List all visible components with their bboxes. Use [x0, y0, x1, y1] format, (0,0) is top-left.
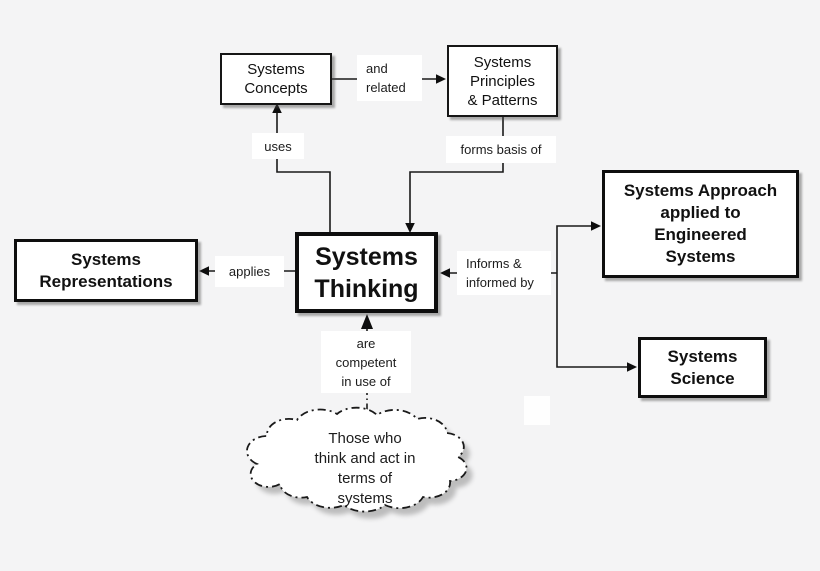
node-systems-concepts: Systems Concepts [220, 53, 332, 105]
arrowhead-into-thinking-right [440, 268, 450, 278]
arrowhead-into-thinking-bottom [361, 314, 373, 329]
arrowhead-into-concepts [272, 103, 282, 113]
edge-label-uses: uses [252, 133, 304, 159]
node-systems-approach-engineered: Systems Approach applied to Engineered S… [602, 170, 799, 278]
edge-label-are-competent-in-use-of: are competent in use of [321, 331, 411, 393]
node-systems-science: Systems Science [638, 337, 767, 398]
arrowheads [199, 74, 637, 372]
edge-label-applies: applies [215, 256, 284, 287]
arrowhead-into-science [627, 362, 637, 372]
arrowhead-into-principles [436, 74, 446, 84]
node-systems-thinking: Systems Thinking [295, 232, 438, 313]
white-patch [524, 396, 550, 425]
cloud-shape [246, 406, 473, 519]
cloud-outline [246, 406, 468, 513]
edge-label-informs-informed-by: Informs & informed by [457, 251, 551, 295]
edge-label-and-related: and related [357, 55, 422, 101]
node-systems-representations: Systems Representations [14, 239, 198, 302]
cloud-text: Those who think and act in terms of syst… [314, 430, 416, 507]
arrowhead-into-approach [591, 221, 601, 231]
edge-principles-formsbasis-thinking [409, 117, 504, 225]
node-systems-principles-patterns: Systems Principles & Patterns [447, 45, 558, 117]
edge-label-forms-basis-of: forms basis of [446, 136, 556, 163]
edge-branch-approach-science [556, 225, 630, 368]
edge-thinking-uses-concepts [276, 106, 331, 236]
arrowhead-into-thinking-top [405, 223, 415, 233]
arrowhead-into-representations [199, 266, 209, 276]
